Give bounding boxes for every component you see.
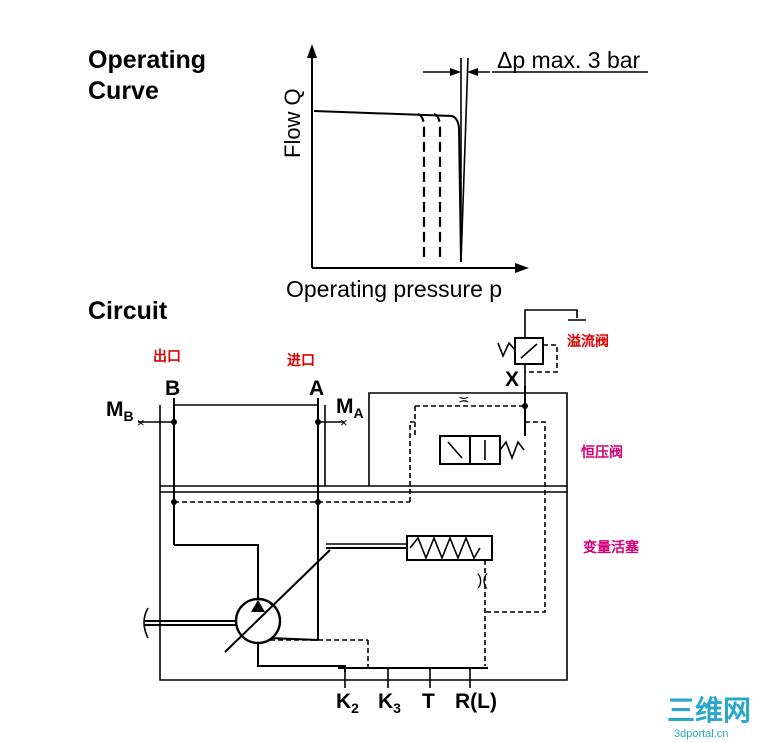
orifice-top-icon: ≍ xyxy=(458,391,470,407)
node-b-2 xyxy=(171,499,177,505)
node-a-2 xyxy=(315,499,321,505)
curve-title-line2: Curve xyxy=(88,77,159,105)
circuit-title: Circuit xyxy=(88,297,168,325)
curve-title-line1: Operating xyxy=(88,46,206,74)
port-r-label: R(L) xyxy=(455,690,497,713)
label-outlet: 出口 xyxy=(153,348,181,365)
label-constant-pressure-valve: 恒压阀 xyxy=(581,444,623,461)
watermark-logo: 三维网 xyxy=(667,695,751,726)
label-relief-valve: 溢流阀 xyxy=(567,333,609,350)
curve-y-arrow xyxy=(307,44,317,58)
curve-x-label: Operating pressure p xyxy=(286,276,502,302)
circuit: Circuit 出口 进口 溢流阀 恒压阀 变量活塞 B A X MB MA K… xyxy=(88,297,640,716)
line-b-to-pump xyxy=(174,544,259,604)
curve-y-label: Flow Q xyxy=(280,88,305,158)
ma-plug-icon: × xyxy=(340,415,348,430)
port-x-label: X xyxy=(505,368,519,391)
curve-dashed-2 xyxy=(433,112,442,262)
operating-curve: Operating Curve Flow Q Operating pressur… xyxy=(88,44,648,302)
port-k2-label: K2 xyxy=(336,690,359,716)
mb-plug-icon: × xyxy=(137,415,145,430)
delta-arrow-left xyxy=(450,68,461,76)
watermark-site: 3dportal.cn xyxy=(674,728,728,740)
pressure-valve-spring xyxy=(499,440,525,461)
curve-dashed-1 xyxy=(417,112,426,262)
port-b-label: B xyxy=(165,377,180,400)
pressure-valve-arrow xyxy=(447,441,463,459)
drive-rotation-icon xyxy=(143,607,149,639)
port-a-label: A xyxy=(309,377,324,400)
pilot-to-valve xyxy=(409,421,415,502)
pump-flow-arrow xyxy=(251,600,265,612)
label-inlet: 进口 xyxy=(287,353,315,369)
delta-line-right xyxy=(460,57,469,263)
port-ma-label: MA xyxy=(336,395,364,421)
relief-valve-arrow xyxy=(520,343,538,359)
control-piston-spring xyxy=(409,535,481,561)
node-x xyxy=(522,403,528,409)
line-case-drain xyxy=(257,640,346,672)
pump-variable-arrow xyxy=(224,549,331,653)
port-k3-label: K3 xyxy=(378,690,401,716)
watermark: 三维网 3dportal.cn xyxy=(667,695,751,740)
port-mb-label: MB xyxy=(106,398,134,424)
port-t-label: T xyxy=(422,690,435,713)
housing-outline xyxy=(159,392,568,681)
pilot-right-drain xyxy=(485,421,546,613)
label-variable-piston: 变量活塞 xyxy=(583,539,640,556)
curve-solid xyxy=(313,110,462,263)
relief-spring xyxy=(497,341,516,359)
curve-x-arrow xyxy=(515,263,529,273)
orifice-piston-icon: )( xyxy=(477,572,488,589)
delta-arrow-right xyxy=(467,68,478,76)
relief-pilot xyxy=(525,344,558,373)
delta-label: Δp max. 3 bar xyxy=(497,47,641,73)
